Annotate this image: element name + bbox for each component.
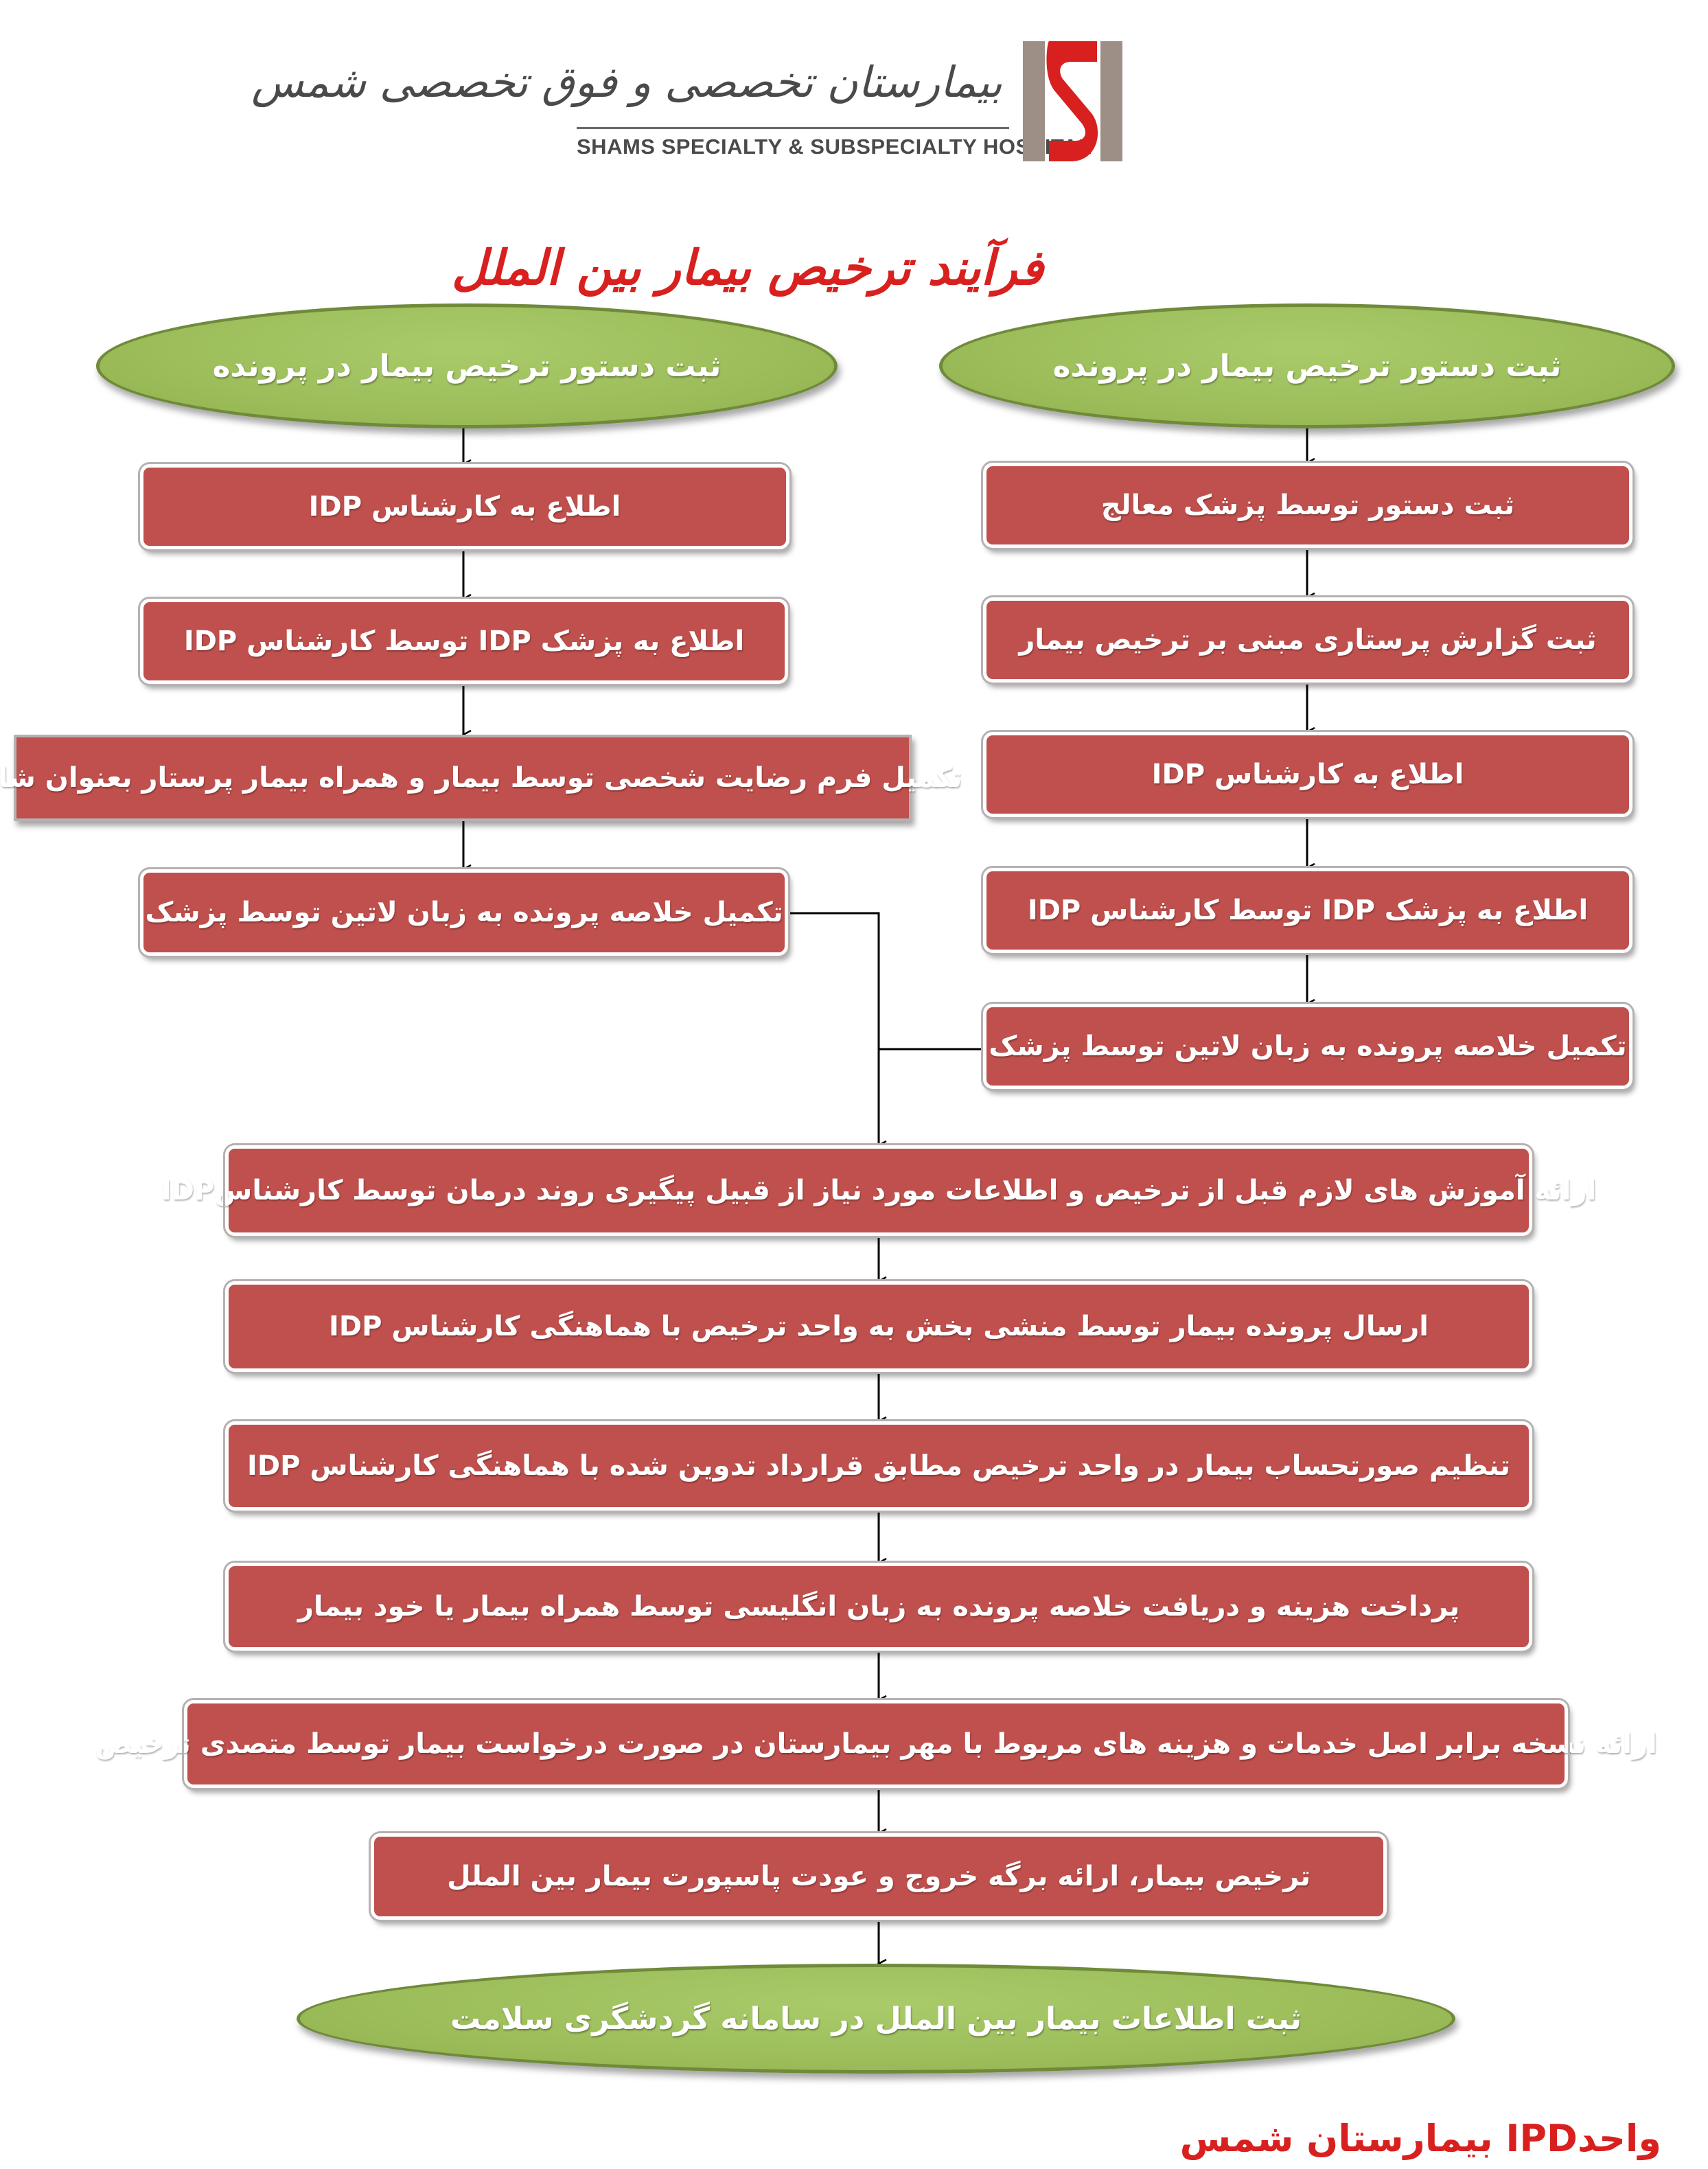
right-step-1: ثبت دستور توسط پزشک معالج bbox=[981, 461, 1635, 550]
main-step-2: ارسال پرونده بیمار توسط منشی بخش به واحد… bbox=[223, 1279, 1534, 1374]
page-title: فرآیند ترخیص بیمار بین الملل bbox=[451, 239, 1043, 296]
right-step-5: تکمیل خلاصه پرونده به زبان لاتین توسط پز… bbox=[981, 1002, 1635, 1091]
start-oval-left: ثبت دستور ترخیص بیمار در پرونده bbox=[96, 303, 838, 428]
logo-name-fa: بیمارستان تخصصی و فوق تخصصی شمس bbox=[251, 57, 1002, 107]
main-step-5: ارائه نسخه برابر اصل خدمات و هزینه های م… bbox=[95, 1698, 1657, 1790]
right-step-3: اطلاع به کارشناس IDP bbox=[981, 730, 1635, 819]
hospital-logo-mark-icon bbox=[1023, 41, 1122, 161]
end-oval: ثبت اطلاعات بیمار بین الملل در سامانه گر… bbox=[297, 1964, 1455, 2074]
left-step-1: اطلاع به کارشناس IDP bbox=[138, 462, 792, 551]
left-step-2: اطلاع به پزشک IDP توسط کارشناس IDP bbox=[138, 597, 790, 686]
main-step-1: ارائه آموزش های لازم قبل از ترخیص و اطلا… bbox=[161, 1143, 1596, 1238]
logo-divider bbox=[577, 127, 1009, 129]
logo-name-en: SHAMS SPECIALTY & SUBSPECIALTY HOSPITAL bbox=[577, 135, 1092, 159]
connector-merge-left bbox=[788, 912, 880, 1049]
left-step-3: تکمیل فرم رضایت شخصی توسط بیمار و همراه … bbox=[0, 735, 962, 821]
right-step-4: اطلاع به پزشک IDP توسط کارشناس IDP bbox=[981, 866, 1635, 955]
left-step-4: تکمیل خلاصه پرونده به زبان لاتین توسط پز… bbox=[138, 867, 790, 958]
start-oval-right: ثبت دستور ترخیص بیمار در پرونده bbox=[939, 303, 1675, 428]
main-step-3: تنظیم صورتحساب بیمار در واحد ترخیص مطابق… bbox=[223, 1419, 1534, 1513]
right-step-2: ثبت گزارش پرستاری مبنی بر ترخیص بیمار bbox=[981, 595, 1635, 685]
main-step-6: ترخیص بیمار، ارائه برگه خروج و عودت پاسپ… bbox=[369, 1831, 1389, 1922]
hospital-logo: بیمارستان تخصصی و فوق تخصصی شمس SHAMS SP… bbox=[251, 41, 1133, 165]
footer-unit-label: واحدIPD بیمارستان شمس bbox=[1179, 2117, 1661, 2160]
main-step-4: پرداخت هزینه و دریافت خلاصه پرونده به زب… bbox=[223, 1561, 1534, 1653]
